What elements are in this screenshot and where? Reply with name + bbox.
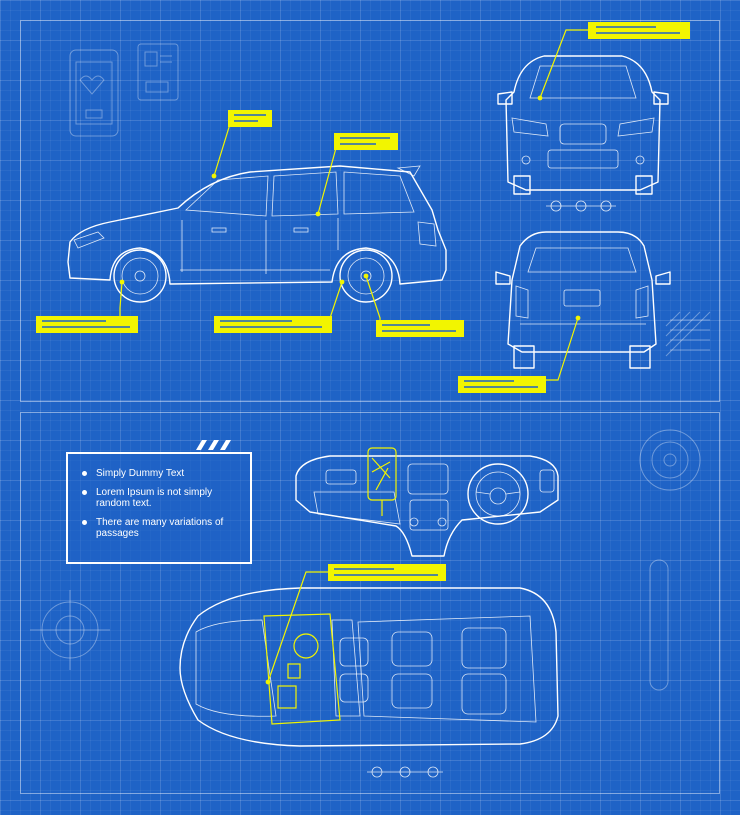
upper-panel-frame [20,20,720,402]
roof-callout [228,110,272,127]
car-front-view [497,55,669,195]
door-callout [334,133,398,150]
slot-decoration [649,559,669,691]
info-item-text: Simply Dummy Text [96,468,185,479]
lower-panel-frame [20,412,720,794]
info-item-text: There are many variations of passages [96,516,224,540]
info-list-item: There are many variations of passages [80,517,240,540]
side-skirt-callout [214,316,332,333]
rear-wheel-callout [376,320,464,337]
info-list-item: Simply Dummy Text [80,468,240,480]
info-box: Simply Dummy Text Lorem Ipsum is not sim… [66,452,252,564]
hatch-decoration [665,311,711,357]
register-marks [367,200,616,778]
id-card-icon [137,43,179,101]
dashboard-callout [328,564,446,581]
car-rear-view [495,231,671,369]
crosshair-icon [30,429,701,670]
info-list-item: Lorem Ipsum is not simply random text. [80,487,240,510]
bullet-icon [82,519,87,525]
callout-leaders [119,29,588,685]
rear-bumper-callout [458,376,546,393]
bullet-icon [82,489,87,495]
car-top-view [179,587,559,747]
info-list: Simply Dummy Text Lorem Ipsum is not sim… [68,454,250,540]
front-wheel-callout [36,316,138,333]
car-side-view [67,165,447,303]
info-box-stripes [196,440,231,450]
dashboard-view [295,447,559,557]
info-item-text: Lorem Ipsum is not simply random text. [96,486,213,510]
smartphone-icon [69,49,119,137]
windshield-callout [588,22,690,39]
steering-wheel-icon [467,463,529,525]
bullet-icon [82,471,87,476]
